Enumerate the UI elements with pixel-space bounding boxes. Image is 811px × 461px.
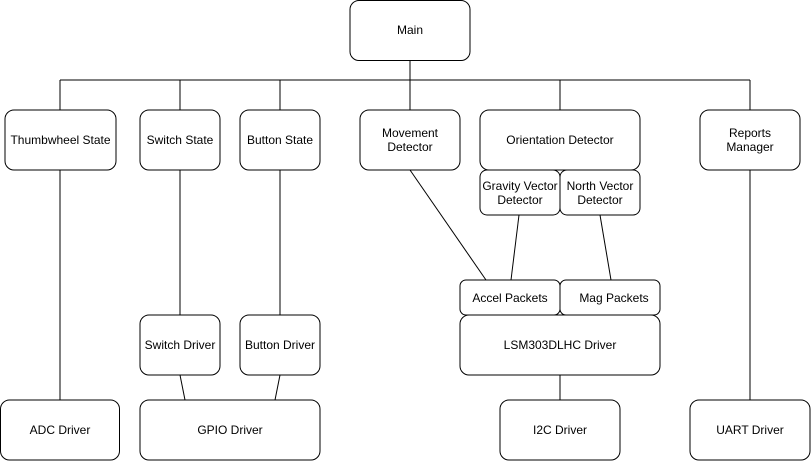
node-accel-packets-label: Accel Packets <box>472 291 547 305</box>
node-gpio-driver: GPIO Driver <box>139 399 321 461</box>
edge-gravity-accel <box>510 214 520 281</box>
edge-button-driver-gpio <box>274 374 281 401</box>
node-orientation-detector: Orientation Detector <box>479 109 641 171</box>
node-switch-driver: Switch Driver <box>139 314 221 376</box>
node-north-vector-detector-line1: North Vector <box>567 179 634 193</box>
node-reports-manager: Reports Manager <box>699 109 801 171</box>
node-thumbwheel-state-label: Thumbwheel State <box>10 133 110 147</box>
node-mag-packets: Mag Packets <box>559 279 661 316</box>
node-adc-driver: ADC Driver <box>0 399 120 461</box>
node-gravity-vector-detector-line1: Gravity Vector <box>482 179 557 193</box>
node-button-state-label: Button State <box>247 133 313 147</box>
node-north-vector-detector: North Vector Detector <box>559 169 641 216</box>
node-accel-packets: Accel Packets <box>459 279 561 316</box>
edge-north-mag <box>599 214 612 281</box>
node-i2c-driver-label: I2C Driver <box>533 423 587 437</box>
node-movement-detector: Movement Detector <box>359 109 461 171</box>
edges <box>59 60 751 401</box>
node-reports-manager-line2: Manager <box>726 140 773 154</box>
node-adc-driver-label: ADC Driver <box>30 423 91 437</box>
node-orientation-detector-label: Orientation Detector <box>506 133 613 147</box>
edge-switch-driver-gpio <box>179 374 186 401</box>
node-switch-driver-label: Switch Driver <box>145 338 216 352</box>
node-thumbwheel-state: Thumbwheel State <box>4 109 117 171</box>
node-uart-driver: UART Driver <box>689 399 811 461</box>
node-switch-state: Switch State <box>139 109 221 171</box>
node-movement-detector-line1: Movement <box>382 126 439 140</box>
node-movement-detector-line2: Detector <box>387 140 432 154</box>
node-gravity-vector-detector: Gravity Vector Detector <box>479 169 561 216</box>
node-mag-packets-label: Mag Packets <box>579 291 648 305</box>
node-uart-driver-label: UART Driver <box>716 423 784 437</box>
node-button-state: Button State <box>239 109 321 171</box>
node-switch-state-label: Switch State <box>147 133 214 147</box>
node-main-label: Main <box>397 23 423 37</box>
node-main: Main <box>349 0 471 61</box>
node-lsm303dlhc-driver: LSM303DLHC Driver <box>459 314 661 376</box>
node-north-vector-detector-line2: Detector <box>577 193 622 207</box>
node-gravity-vector-detector-line2: Detector <box>497 193 542 207</box>
node-lsm303dlhc-driver-label: LSM303DLHC Driver <box>504 338 617 352</box>
edge-movement-accel <box>409 169 487 281</box>
node-button-driver-label: Button Driver <box>245 338 315 352</box>
node-button-driver: Button Driver <box>239 314 321 376</box>
node-gpio-driver-label: GPIO Driver <box>197 423 262 437</box>
node-i2c-driver: I2C Driver <box>499 399 621 461</box>
node-reports-manager-line1: Reports <box>729 126 771 140</box>
